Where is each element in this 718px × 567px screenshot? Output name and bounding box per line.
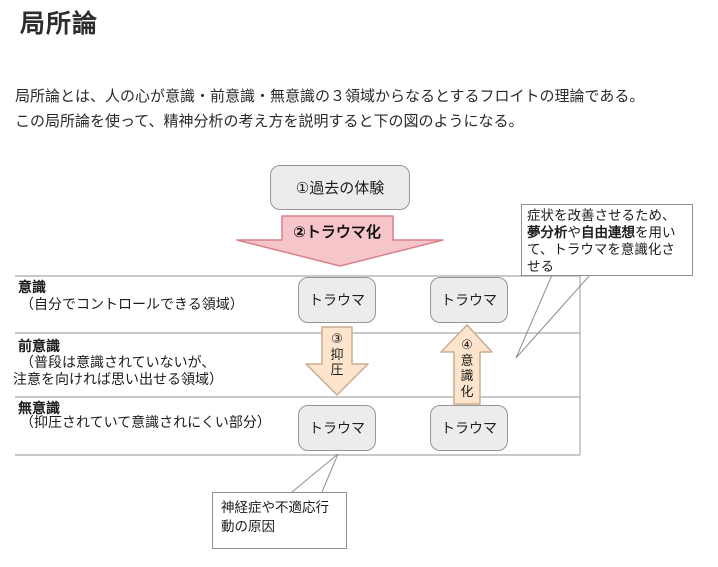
conscious-raising-arrow-label: ④ 意 識 化: [451, 337, 483, 399]
traumatization-arrow-label: ②トラウマ化: [293, 224, 381, 241]
conscious-raising-arrow: [440, 324, 493, 405]
treatment-callout-line-2: 夢分析や自由連想を用い: [527, 225, 676, 240]
trauma-box-unconscious-left: トラウマ: [298, 405, 376, 451]
treatment-callout-line-1: 症状を改善させるため、: [527, 208, 676, 223]
trauma-box-conscious-left: トラウマ: [298, 277, 376, 323]
intro-line-1: 局所論とは、人の心が意識・前意識・無意識の３領域からなるとするフロイトの理論であ…: [15, 88, 645, 105]
trauma-label: トラウマ: [441, 292, 497, 308]
level-desc-consciousness: （自分でコントロールできる領域）: [20, 296, 244, 312]
treatment-callout-line-3: て、トラウマを意識化さ: [527, 242, 675, 257]
level-label-consciousness: 意識: [18, 279, 46, 295]
repression-char-2: 抑: [330, 346, 344, 362]
neurosis-callout-line-1: 神経症や不適応行: [221, 500, 329, 515]
treatment-callout-line-4: せる: [527, 259, 554, 274]
level-desc-unconsciousness: （抑圧されていて意識されにくい部分）: [20, 414, 271, 430]
trauma-box-conscious-right: トラウマ: [430, 277, 508, 323]
trauma-label: トラウマ: [309, 292, 365, 308]
past-experience-box: ①過去の体験: [270, 165, 410, 210]
conscious-raising-char-4: 化: [460, 383, 474, 399]
repression-char-3: 圧: [330, 362, 344, 377]
trauma-label: トラウマ: [309, 420, 365, 436]
conscious-raising-char-1: ④: [461, 337, 473, 352]
neurosis-callout: 神経症や不適応行 動の原因: [212, 492, 347, 549]
level-desc-preconsciousness-1: （普段は意識されていないが、: [20, 354, 216, 370]
conscious-raising-char-2: 意: [460, 352, 474, 368]
trauma-box-unconscious-right: トラウマ: [430, 405, 508, 451]
repression-arrow-label: ③ 抑 圧: [321, 331, 353, 378]
intro-paragraph: 局所論とは、人の心が意識・前意識・無意識の３領域からなるとするフロイトの理論であ…: [15, 84, 644, 134]
trauma-label: トラウマ: [441, 420, 497, 436]
repression-arrow: [305, 326, 369, 396]
level-desc-preconsciousness-2: 注意を向ければ思い出せる領域）: [13, 371, 223, 387]
treatment-callout-tail: [515, 274, 591, 359]
level-label-unconsciousness: 無意識: [18, 400, 60, 416]
neurosis-callout-line-2: 動の原因: [221, 519, 275, 534]
conscious-raising-char-3: 識: [460, 368, 474, 383]
repression-char-1: ③: [331, 331, 343, 346]
treatment-callout: 症状を改善させるため、 夢分析や自由連想を用い て、トラウマを意識化さ せる: [521, 204, 693, 276]
past-experience-label: ①過去の体験: [295, 180, 385, 197]
intro-line-2: この局所論を使って、精神分析の考え方を説明すると下の図のようになる。: [15, 113, 524, 130]
neurosis-callout-tail: [291, 453, 339, 493]
level-label-preconsciousness: 前意識: [18, 338, 60, 354]
traumatization-arrow: [236, 215, 444, 267]
page-title: 局所論: [20, 10, 99, 38]
